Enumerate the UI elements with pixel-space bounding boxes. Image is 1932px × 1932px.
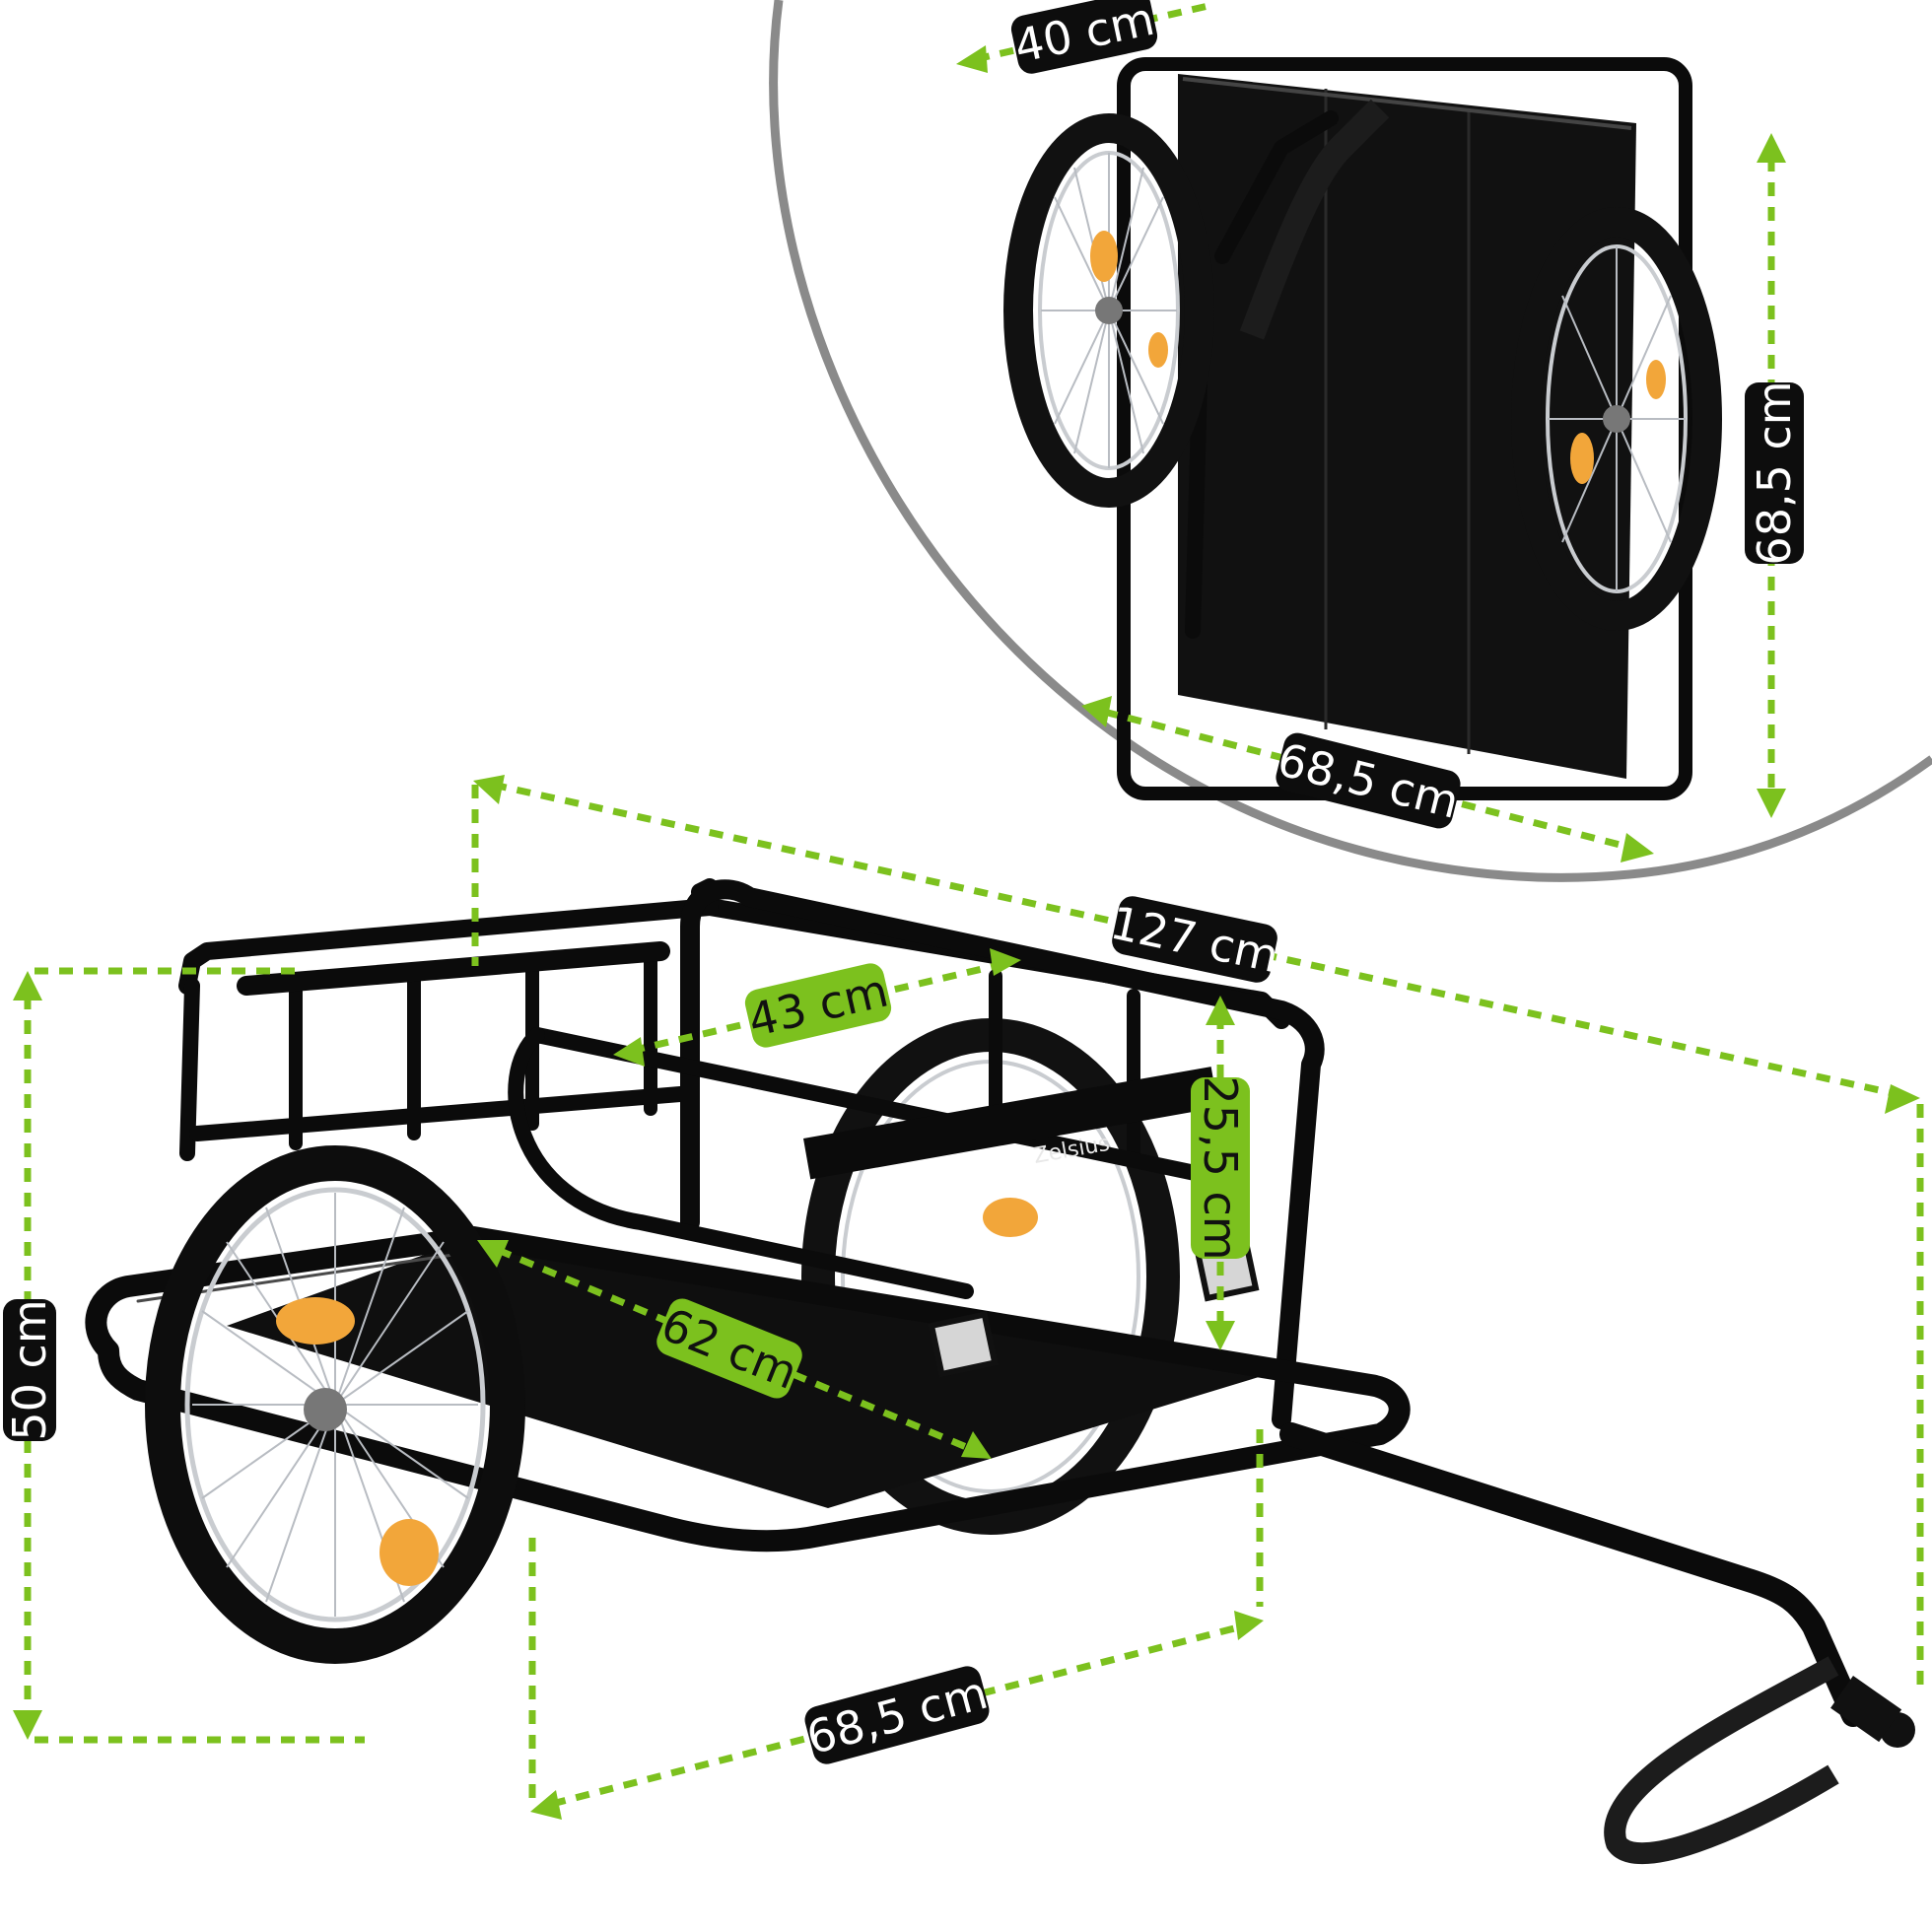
dimension-arrow-icon bbox=[1885, 1084, 1920, 1114]
strap bbox=[1239, 99, 1390, 340]
dimension-arrow-icon bbox=[13, 971, 42, 1000]
dim-side-height: 25,5 cm bbox=[1191, 996, 1250, 1350]
reflector-icon bbox=[1646, 360, 1666, 399]
drawbar bbox=[1279, 1422, 1865, 1727]
assembled-trailer: Zelsius bbox=[3, 775, 1924, 1865]
dimension-arrow-icon bbox=[13, 1710, 42, 1740]
dimension-arrow-icon bbox=[1621, 833, 1654, 862]
label-folded-height: 68,5 cm bbox=[1748, 380, 1801, 565]
logo-crossbar bbox=[803, 1067, 1218, 1180]
label-folded-depth: 68,5 cm bbox=[1273, 732, 1465, 829]
dimension-arrow-icon bbox=[613, 1037, 645, 1067]
wheel-icon bbox=[1511, 207, 1722, 631]
dimension-arrow-icon bbox=[530, 1790, 562, 1820]
dimension-arrow-icon bbox=[956, 45, 988, 73]
dimension-arrow-icon bbox=[1081, 696, 1112, 727]
label-total-width: 68,5 cm bbox=[801, 1666, 994, 1765]
dimension-arrow-icon bbox=[1234, 1611, 1264, 1640]
dimension-arrow-icon bbox=[961, 1431, 992, 1459]
dimension-arrow-icon bbox=[990, 948, 1021, 976]
reflector-icon bbox=[1148, 332, 1168, 368]
dimension-arrow-icon bbox=[1206, 1321, 1235, 1350]
dim-folded-height: 68,5 cm bbox=[1745, 133, 1804, 818]
hitch-strap bbox=[1604, 1656, 1915, 1865]
reflector-icon bbox=[928, 1311, 999, 1378]
wheel-icon bbox=[1003, 113, 1214, 508]
folded-frame bbox=[1117, 57, 1692, 800]
inset-ring bbox=[769, 0, 1932, 882]
dimension-arrow-icon bbox=[1757, 789, 1786, 818]
reflector-icon bbox=[276, 1297, 355, 1345]
reflector-icon bbox=[380, 1519, 439, 1586]
label-total-height: 50 cm bbox=[3, 1299, 56, 1440]
dimension-arrow-icon bbox=[473, 775, 505, 804]
reflector-icon bbox=[1090, 231, 1118, 282]
dim-total-height: 50 cm bbox=[3, 967, 365, 1744]
folded-trailer-inset: 40 cm 68,5 cm 68,5 cm bbox=[769, 0, 1932, 882]
wheel-icon bbox=[145, 1145, 525, 1664]
dimension-arrow-icon bbox=[477, 1240, 509, 1268]
dimension-arrow-icon bbox=[1206, 996, 1235, 1025]
dimension-arrow-icon bbox=[1757, 133, 1786, 163]
reflector-icon bbox=[1570, 433, 1594, 484]
label-side-height: 25,5 cm bbox=[1194, 1075, 1247, 1260]
reflector-icon bbox=[983, 1198, 1038, 1237]
